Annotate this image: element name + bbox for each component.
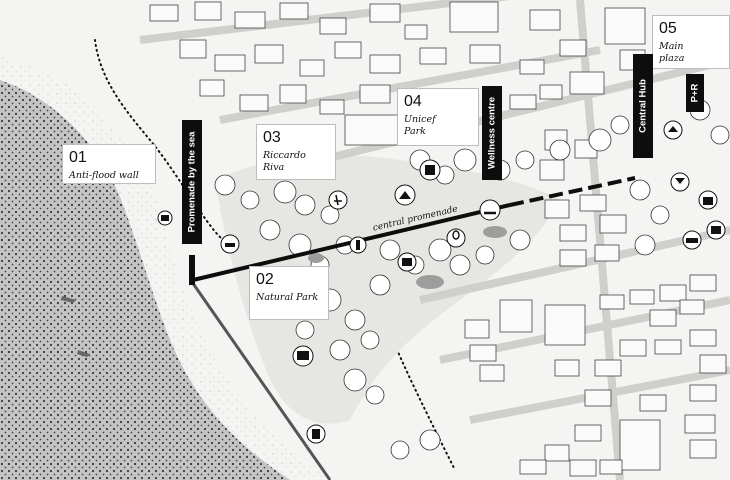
promenade-extension-line [509,176,636,207]
info-icon [349,236,367,254]
banner-label: Central Hub [637,79,649,133]
label-text: Unicef Park [404,114,436,137]
activity-areas [308,226,507,289]
shopping-bag-icon [698,190,718,210]
tablet-icon [306,424,326,444]
label-anti-flood-wall: 01 Anti-flood wall [62,144,156,184]
basket-icon [397,252,417,272]
banner-label: P+R [689,83,701,103]
seaside-promenade-line [190,281,332,480]
label-text: Riccardo Riva [263,150,306,173]
label-text: Main plaza [659,41,685,64]
walker-icon [328,190,348,210]
car-icon [682,230,702,250]
racket-icon [446,228,466,248]
suitcase-icon [706,220,726,240]
building-icon [419,159,441,181]
banner-promenade-by-the-sea: Promenade by the sea [182,120,202,244]
label-natural-park: 02 Natural Park [249,266,329,320]
label-text: Anti-flood wall [69,170,139,181]
label-unicef-park: 04 Unicef Park [397,88,479,146]
book-icon [292,345,314,367]
bench-icon [220,234,240,254]
boat-icon [61,296,90,357]
label-number: 03 [263,129,281,146]
label-riccardo-riva: 03 Riccardo Riva [256,124,336,180]
wall-icon [157,210,173,226]
banner-central-hub: Central Hub [633,54,653,158]
label-text: Natural Park [256,292,319,303]
banner-wellness-centre: Wellness centre [482,86,502,180]
icon-callouts [157,120,726,444]
banner-park-and-ride: P+R [686,74,704,112]
label-number: 02 [256,271,274,288]
dining-icon [663,120,683,140]
banner-label: Wellness centre [486,96,498,170]
playground-icon [394,184,416,206]
spa-icon [479,199,501,221]
label-number: 05 [659,20,677,37]
label-number: 01 [69,149,87,166]
coast-path [94,39,301,276]
label-number: 04 [404,93,422,110]
banner-label: Promenade by the sea [186,131,198,233]
cocktail-icon [670,172,690,192]
building-blocks [149,1,727,477]
promenade-pole [189,255,195,285]
label-main-plaza: 05 Main plaza [652,15,730,69]
